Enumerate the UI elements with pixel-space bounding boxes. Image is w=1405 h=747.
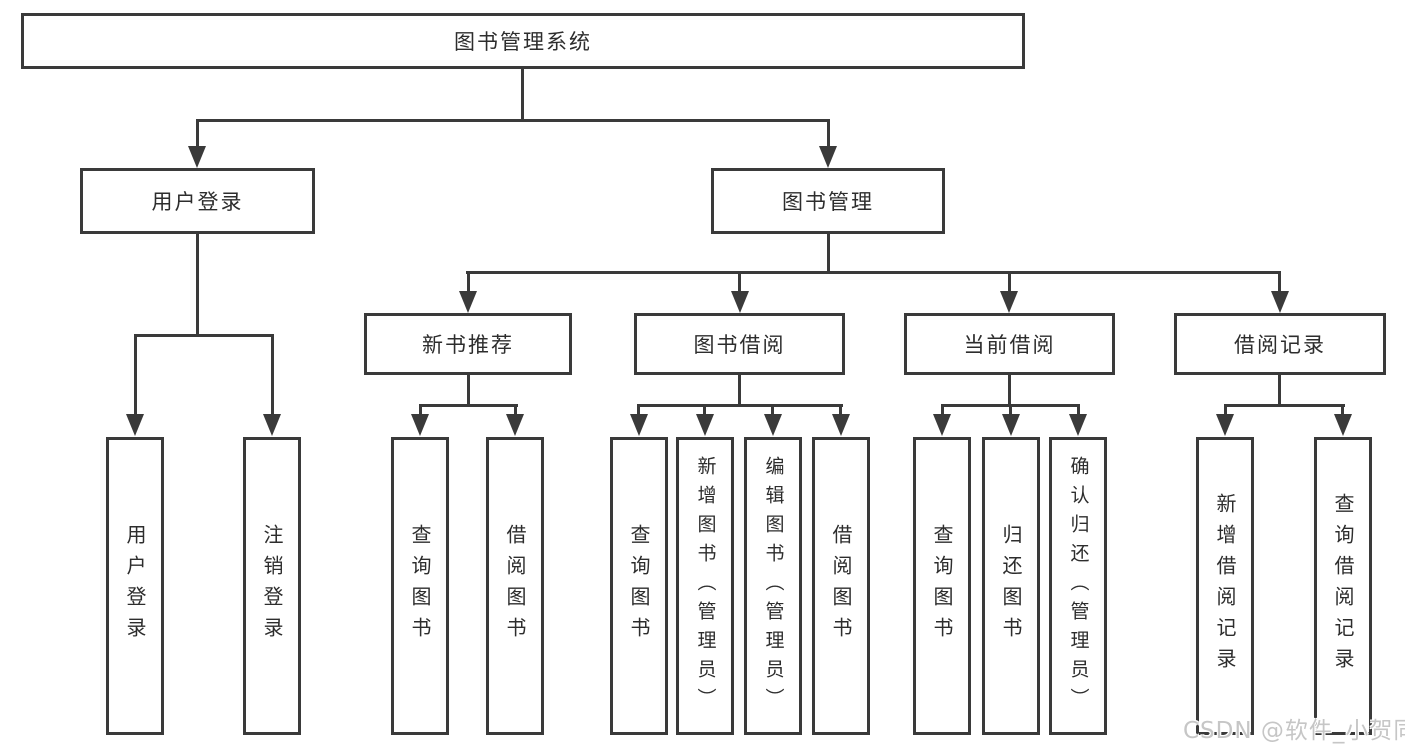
connector-line [1224,407,1227,416]
arrow-down-icon [459,291,477,313]
arrow-down-icon [506,414,524,436]
level1-node-user-login: 用户登录 [80,168,315,234]
arrow-down-icon [411,414,429,436]
connector-line [827,122,830,148]
arrow-down-icon [1271,291,1289,313]
level1-node-book-management: 图书管理 [711,168,945,234]
connector-line [941,407,944,416]
connector-line [419,407,422,416]
connector-line [134,337,137,415]
arrow-down-icon [819,146,837,168]
arrow-down-icon [731,291,749,313]
connector-line [467,375,470,406]
level2-node-borrow-records: 借阅记录 [1174,313,1386,375]
leaf-node-user-login: 用户登录 [106,437,164,735]
connector-line [1341,407,1344,416]
arrow-down-icon [1002,414,1020,436]
connector-line [271,337,274,415]
connector-line [941,404,1080,407]
arrow-down-icon [1216,414,1234,436]
arrow-down-icon [263,414,281,436]
arrow-down-icon [933,414,951,436]
connector-line [637,404,843,407]
connector-line [839,407,842,416]
leaf-node-logout: 注销登录 [243,437,301,735]
leaf-node-query-books-recommend: 查询图书 [391,437,449,735]
leaf-node-confirm-return-admin: 确认归还（管理员） [1049,437,1107,735]
connector-line [419,404,518,407]
leaf-node-add-borrow-record: 新增借阅记录 [1196,437,1254,735]
connector-line [1278,375,1281,406]
leaf-node-borrow-books-recommend: 借阅图书 [486,437,544,735]
leaf-node-query-borrow-record: 查询借阅记录 [1314,437,1372,735]
arrow-down-icon [1334,414,1352,436]
level2-node-current-borrow: 当前借阅 [904,313,1115,375]
connector-line [466,271,1281,274]
leaf-node-add-book-admin: 新增图书（管理员） [676,437,734,735]
connector-line [134,334,274,337]
connector-line [703,407,706,416]
connector-line [1009,407,1012,416]
leaf-node-return-book: 归还图书 [982,437,1040,735]
connector-line [827,234,830,274]
connector-line [637,407,640,416]
connector-line [738,274,741,294]
arrow-down-icon [1069,414,1087,436]
level2-node-new-book-recommend: 新书推荐 [364,313,572,375]
connector-line [1077,407,1080,416]
level2-node-book-borrow: 图书借阅 [634,313,845,375]
arrow-down-icon [696,414,714,436]
root-node-library-system: 图书管理系统 [21,13,1025,69]
connector-line [521,69,524,122]
arrow-down-icon [126,414,144,436]
arrow-down-icon [764,414,782,436]
arrow-down-icon [1000,291,1018,313]
arrow-down-icon [630,414,648,436]
leaf-node-edit-book-admin: 编辑图书（管理员） [744,437,802,735]
connector-line [514,407,517,416]
connector-line [1278,274,1281,294]
watermark: CSDN @软件_小贺同学 [1183,718,1405,744]
arrow-down-icon [188,146,206,168]
leaf-node-query-books-current: 查询图书 [913,437,971,735]
leaf-node-borrow-books: 借阅图书 [812,437,870,735]
arrow-down-icon [832,414,850,436]
connector-line [196,234,199,336]
connector-line [196,119,830,122]
connector-line [1008,274,1011,294]
connector-line [196,122,199,148]
connector-line [1008,375,1011,406]
connector-line [771,407,774,416]
connector-line [467,274,470,294]
leaf-node-query-books-borrow: 查询图书 [610,437,668,735]
connector-line [738,375,741,406]
connector-line [1224,404,1345,407]
